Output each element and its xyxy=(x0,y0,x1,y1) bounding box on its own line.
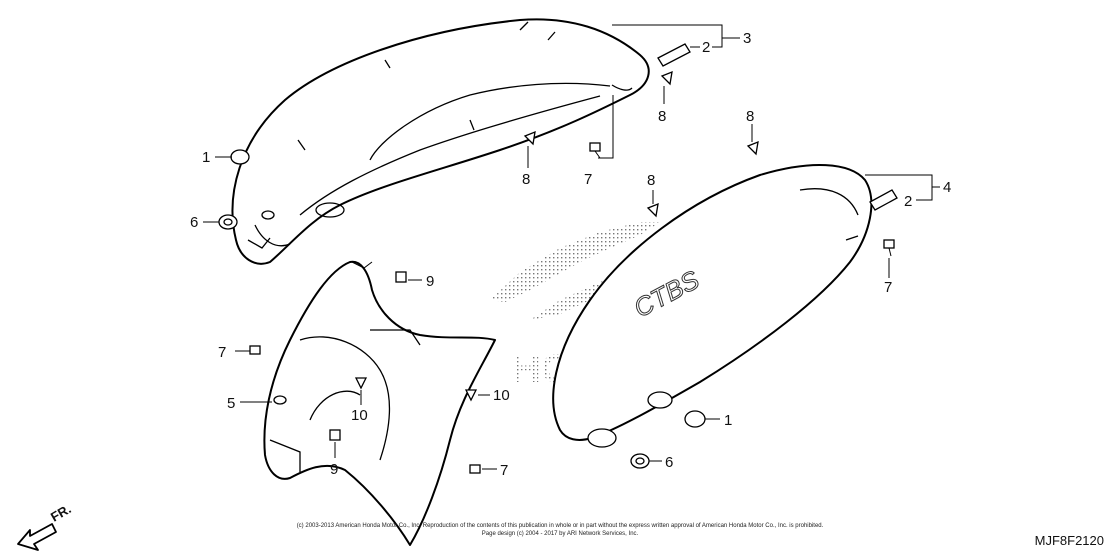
callout-7: 7 xyxy=(218,344,226,361)
grommet-1a xyxy=(230,149,250,165)
callout-2: 2 xyxy=(904,193,912,210)
callout-9: 9 xyxy=(426,273,434,290)
nut-9b xyxy=(329,429,341,441)
grommet-1b xyxy=(684,410,706,428)
clip-8c xyxy=(746,140,759,156)
callout-7: 7 xyxy=(884,279,892,296)
callout-10: 10 xyxy=(493,387,510,404)
bolt-7b xyxy=(883,239,895,257)
direction-label: FR. xyxy=(48,501,74,524)
grommet-6a xyxy=(218,214,238,230)
callout-4: 4 xyxy=(943,179,951,196)
callout-8: 8 xyxy=(647,172,655,189)
grommet-6b xyxy=(630,453,650,469)
screw-10a xyxy=(354,377,368,390)
copyright-line-2: Page design (c) 2004 - 2017 by ARI Netwo… xyxy=(482,531,639,537)
callout-8: 8 xyxy=(658,108,666,125)
front-top-cover xyxy=(231,18,650,265)
screw-10b xyxy=(464,389,478,402)
clip-8a xyxy=(660,70,673,86)
diagram-code: MJF8F2120 xyxy=(1035,533,1104,548)
bolt-7c xyxy=(249,345,261,355)
callout-6: 6 xyxy=(190,214,198,231)
clip-8b xyxy=(523,130,536,146)
bolt-7d xyxy=(469,464,481,474)
right-side-cover: CTBS xyxy=(552,163,873,448)
callout-7: 7 xyxy=(500,462,508,479)
callout-8: 8 xyxy=(746,108,754,125)
callout-7: 7 xyxy=(584,171,592,188)
front-direction-arrow-icon xyxy=(17,523,57,551)
callout-8: 8 xyxy=(522,171,530,188)
callout-2: 2 xyxy=(702,39,710,56)
callout-6: 6 xyxy=(665,454,673,471)
callout-1: 1 xyxy=(202,149,210,166)
label-2a xyxy=(657,43,691,67)
label-2b xyxy=(869,189,898,211)
callout-9: 9 xyxy=(330,461,338,478)
copyright-line-1: (c) 2003-2013 American Honda Motor Co., … xyxy=(297,523,824,529)
callout-3: 3 xyxy=(743,30,751,47)
callout-10: 10 xyxy=(351,407,368,424)
nut-9a xyxy=(395,271,407,283)
callout-5: 5 xyxy=(227,395,235,412)
inner-cover xyxy=(263,260,496,546)
clip-8d xyxy=(646,202,659,218)
bolt-7a xyxy=(589,142,601,159)
callout-1: 1 xyxy=(724,412,732,429)
leader-lines xyxy=(203,24,940,470)
